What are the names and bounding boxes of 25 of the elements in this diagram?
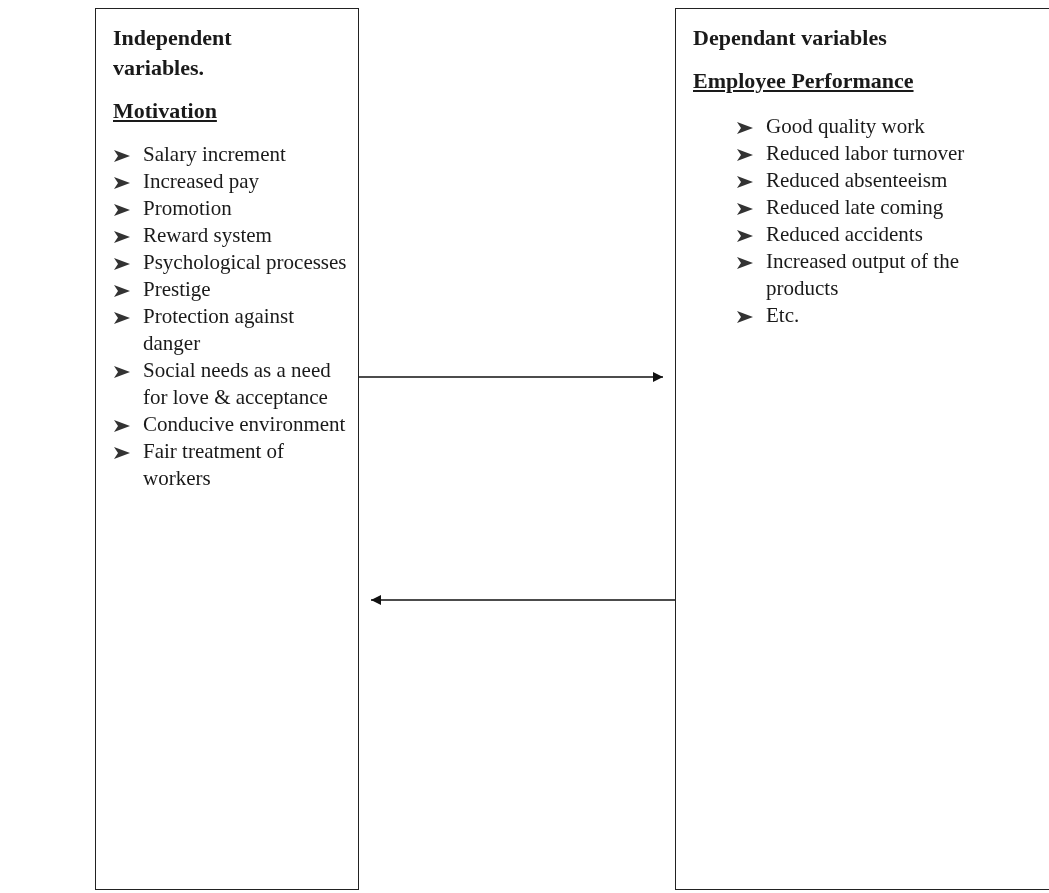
list-item: Reward system xyxy=(143,222,273,249)
list-item: Reduced accidents xyxy=(766,221,924,248)
list-item: Reduced late coming xyxy=(766,194,945,221)
list-item: Good quality work xyxy=(766,113,926,140)
list-item: Reduced absenteeism xyxy=(766,167,949,194)
list-item: Prestige xyxy=(143,276,212,303)
list-item: Psychological processes xyxy=(143,249,348,276)
box-heading: Dependant variables xyxy=(693,24,888,52)
list-item: Fair treatment of workers xyxy=(143,438,286,492)
variable-box xyxy=(95,8,359,890)
arrow xyxy=(358,372,664,382)
list-item: Social needs as a need for love & acceptance xyxy=(143,357,332,411)
list-item: Increased pay xyxy=(143,168,260,195)
list-item: Protection against danger xyxy=(143,303,296,357)
list-item: Salary increment xyxy=(143,141,287,168)
list-item: Reduced labor turnover xyxy=(766,140,966,167)
list-item: Increased output of the products xyxy=(766,248,960,302)
arrow xyxy=(370,595,676,605)
section-heading: Employee Performance xyxy=(693,67,915,95)
list-item: Etc. xyxy=(766,302,801,329)
list-item: Conducive environment xyxy=(143,411,347,438)
variable-box xyxy=(675,8,1049,890)
list-item: Promotion xyxy=(143,195,233,222)
box-heading: Independent variables. xyxy=(113,24,233,82)
section-heading: Motivation xyxy=(113,97,218,125)
